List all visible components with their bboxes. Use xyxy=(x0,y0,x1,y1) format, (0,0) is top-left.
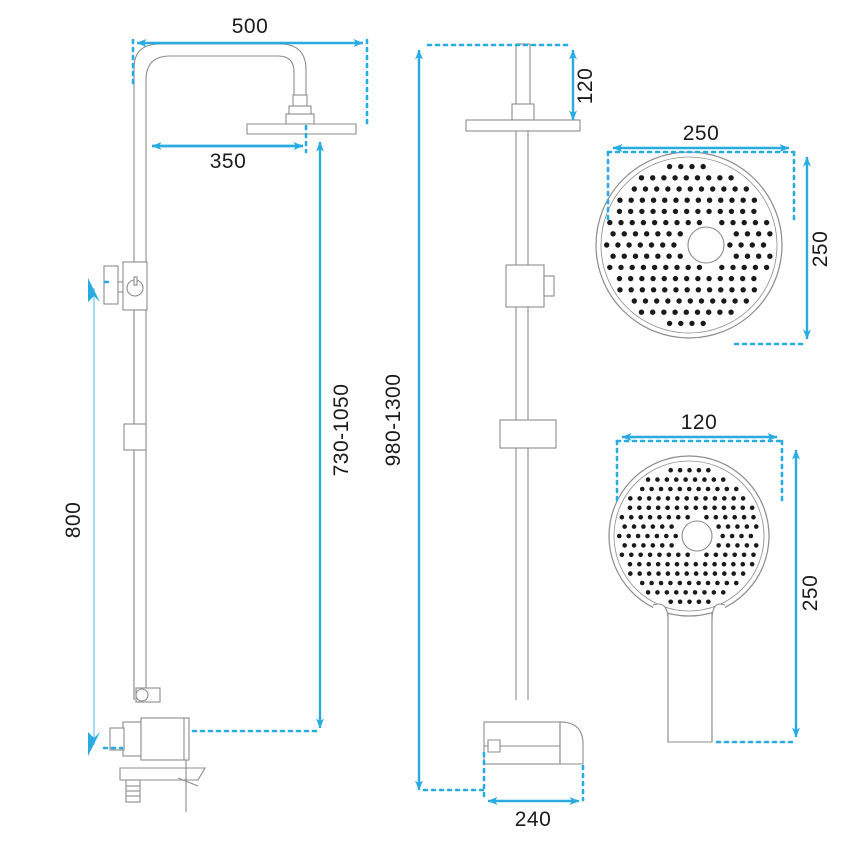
dim-label-head-250-width: 250 xyxy=(683,122,720,145)
side-view-outline xyxy=(465,43,584,765)
dim-label-hand-120: 120 xyxy=(681,411,718,434)
dim-120: 120 xyxy=(426,43,597,121)
front-view-outline xyxy=(103,43,357,812)
dim-label-350: 350 xyxy=(210,150,247,173)
dim-label-240: 240 xyxy=(515,808,552,831)
overhead-nozzle-dots xyxy=(604,163,773,327)
dim-hand-250: 250 xyxy=(715,449,822,744)
dim-800: 800 xyxy=(62,278,124,756)
dim-730-1050: 730-1050 xyxy=(188,141,353,733)
dim-240: 240 xyxy=(482,751,585,831)
dim-500: 500 xyxy=(131,15,369,130)
dim-hand-120: 120 xyxy=(615,411,784,504)
dim-label-head-250-height: 250 xyxy=(809,231,832,268)
dim-head-250-w: 250 xyxy=(606,122,796,226)
dim-label-800: 800 xyxy=(62,502,85,539)
dim-label-500: 500 xyxy=(232,15,269,38)
hand-shower-nozzle-dots xyxy=(617,467,759,605)
dim-label-hand-250: 250 xyxy=(799,575,822,612)
dim-head-250-h: 250 xyxy=(733,156,832,346)
dim-label-120: 120 xyxy=(574,68,597,105)
dim-label-730-1050: 730-1050 xyxy=(330,384,353,477)
dim-350: 350 xyxy=(151,124,308,173)
dim-label-980-1300: 980-1300 xyxy=(382,374,405,467)
dim-980-1300: 980-1300 xyxy=(382,49,488,792)
